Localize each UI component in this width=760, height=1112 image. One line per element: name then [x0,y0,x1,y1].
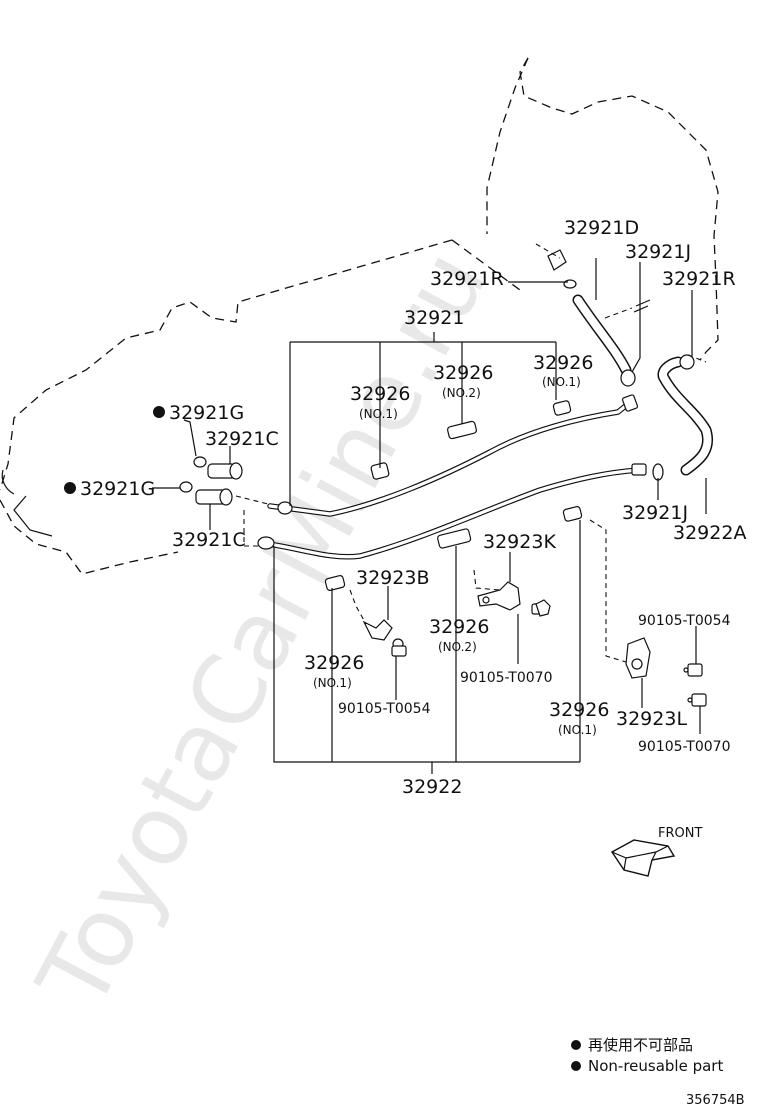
upper-tube-32921 [267,394,639,517]
label-32921R-left: 32921R [430,268,504,290]
sleeves-32926 [324,400,583,591]
label-90105-T0054-right: 90105-T0054 [638,613,731,629]
label-no1-d: (NO.1) [313,676,352,690]
label-32926-c: 32926 [533,352,593,374]
hose-32922A [652,354,713,481]
dashed-connector-c [235,495,269,547]
label-32921: 32921 [404,307,464,329]
legend: 再使用不可部品 Non-reusable part [571,1036,723,1075]
clamp-32923K [473,569,551,617]
diagram-id: 356754B [686,1093,745,1108]
fitting-32921C-upper [193,456,243,480]
label-32923K: 32923K [483,531,556,553]
non-reusable-dot-upper [153,406,165,418]
label-no1-a: (NO.1) [359,407,398,421]
lower-tube-32922 [257,463,647,560]
label-32926-d: 32926 [304,652,364,674]
label-32923B: 32923B [356,567,429,589]
label-no1-c: (NO.1) [542,375,581,389]
leader-lines [152,258,707,774]
label-32921C-lower: 32921C [172,529,246,551]
label-32921J-top: 32921J [625,241,691,263]
legend-line-en: Non-reusable part [588,1057,723,1075]
label-32922: 32922 [402,776,462,798]
label-32926-b: 32926 [433,362,493,384]
legend-dot-2 [571,1061,581,1071]
label-32921G-lower: 32921G [80,478,155,500]
label-90105-T0054-left: 90105-T0054 [338,701,431,717]
label-32921D: 32921D [564,217,639,239]
label-32921R-right: 32921R [662,268,736,290]
label-32921G-upper: 32921G [169,402,244,424]
label-32922A: 32922A [673,522,746,544]
legend-line-jp: 再使用不可部品 [588,1036,693,1054]
label-32923L: 32923L [616,708,687,730]
front-arrow: FRONT [610,826,702,877]
label-90105-T0070-mid: 90105-T0070 [460,670,552,686]
clamp-32923B [349,589,407,657]
transmission-outline [0,57,719,575]
label-32926-e: 32926 [429,616,489,638]
label-no2-e: (NO.2) [438,640,477,654]
label-no1-f: (NO.1) [558,723,597,737]
hose-32921D [535,243,651,387]
fitting-32921C-lower [179,481,233,506]
label-90105-T0070-right: 90105-T0070 [638,739,730,755]
label-32926-a: 32926 [350,383,410,405]
label-32926-f: 32926 [549,699,609,721]
label-no2-b: (NO.2) [442,386,481,400]
non-reusable-dot-lower [64,482,76,494]
clamp-32923L [589,519,707,707]
legend-dot-1 [571,1040,581,1050]
label-32921J-bottom: 32921J [622,502,688,524]
front-label: FRONT [658,826,702,841]
label-32921C-upper: 32921C [205,428,279,450]
